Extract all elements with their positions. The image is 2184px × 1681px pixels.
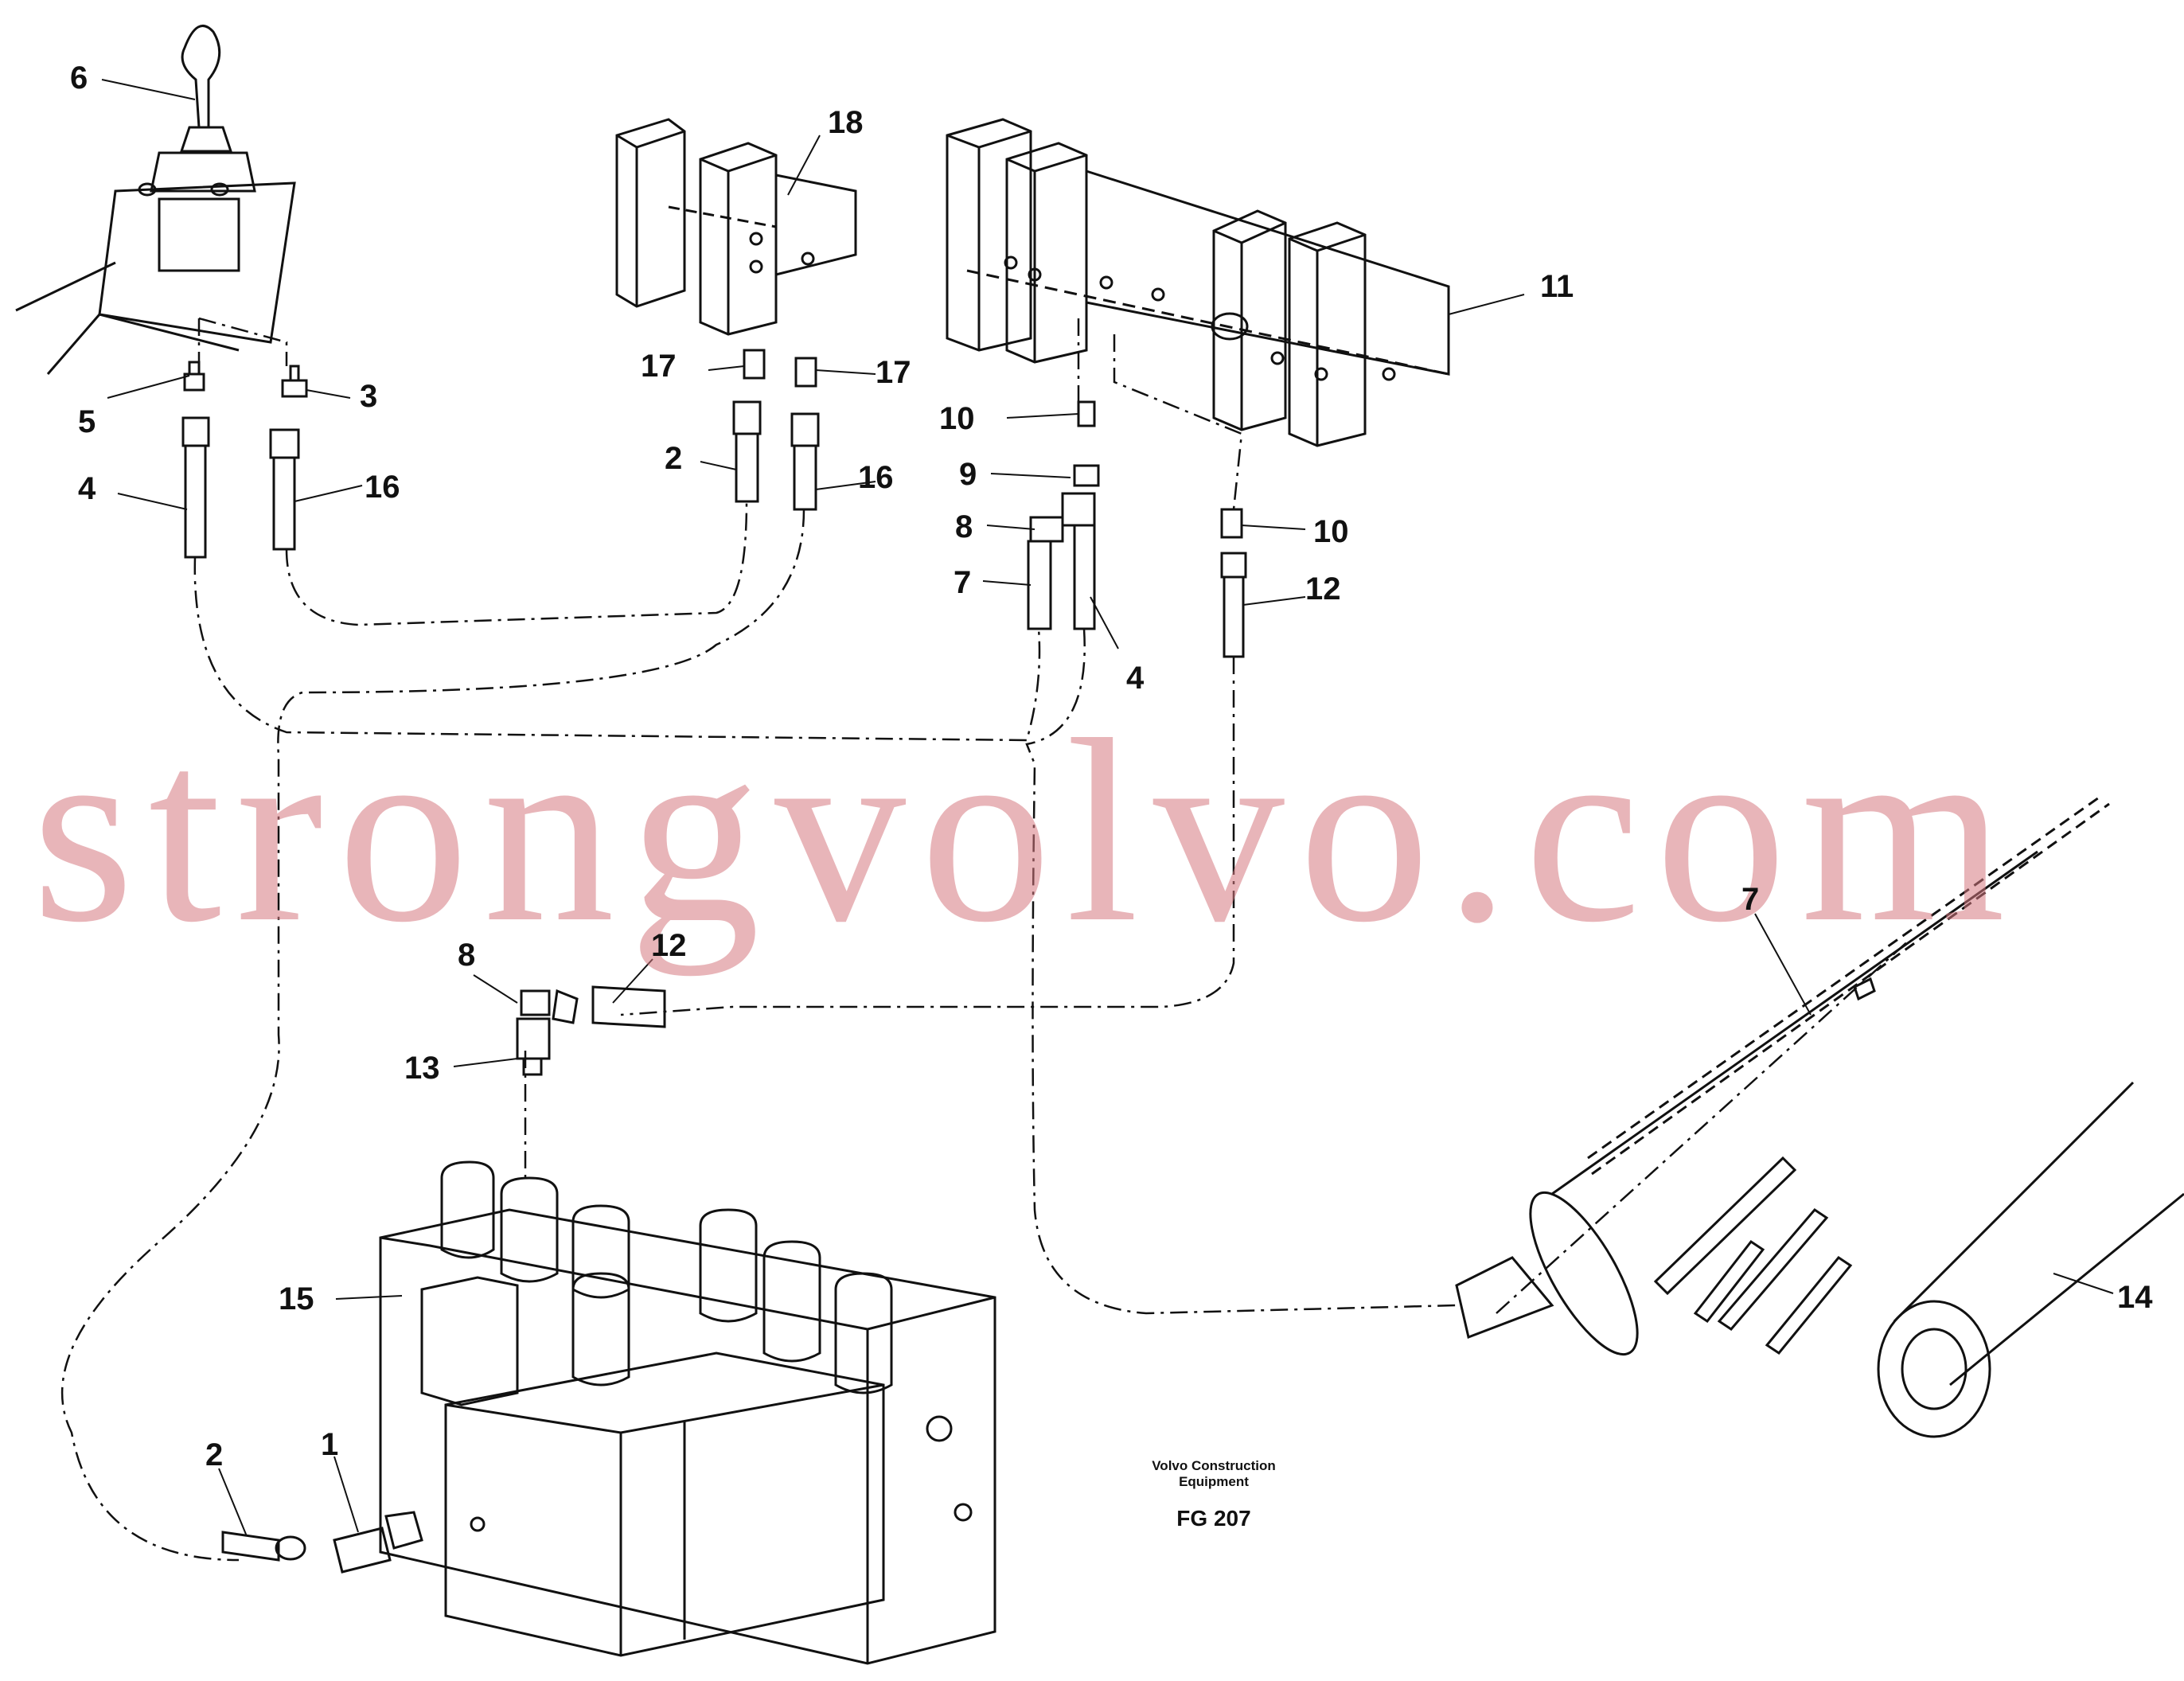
hose-routing [60,317,1911,1562]
callout-13: 13 [404,1051,440,1086]
fittings-bottom [221,1511,423,1574]
callout-3: 3 [360,379,378,414]
callout-2: 2 [205,1437,224,1472]
valve-block-18 [615,118,857,336]
callout-7: 7 [954,565,972,600]
callout-11: 11 [1540,269,1574,304]
callout-8: 8 [458,938,476,973]
callout-6: 6 [70,60,88,96]
callout-16: 16 [858,460,894,495]
boom-assembly [1455,794,2184,1438]
callout-9: 9 [959,457,977,492]
callout-7: 7 [1741,882,1760,917]
callout-10: 10 [939,401,975,436]
callout-17: 17 [876,355,911,390]
callout-1: 1 [321,1427,339,1462]
company-caption: Volvo Construction Equipment [1134,1458,1293,1490]
callout-17: 17 [641,349,677,384]
callout-4: 4 [78,471,96,506]
main-valve-block-15 [379,1160,996,1665]
fittings-top [181,349,1247,658]
company-name-line1: Volvo Construction [1152,1458,1276,1473]
callout-14: 14 [2117,1280,2153,1315]
callout-15: 15 [279,1281,314,1316]
company-name-line2: Equipment [1179,1474,1249,1489]
callout-2: 2 [665,441,683,476]
callout-4: 4 [1126,661,1145,696]
callout-18: 18 [828,105,864,140]
callout-12: 12 [1305,571,1341,606]
callout-12: 12 [651,928,687,963]
callout-8: 8 [955,509,973,544]
figure-code: FG 207 [1176,1506,1251,1531]
valve-block-11 [946,118,1450,447]
fittings-middle [516,985,666,1076]
callout-10: 10 [1313,514,1349,549]
callout-16: 16 [365,470,400,505]
leader-lines [101,79,2114,1537]
callout-5: 5 [78,404,96,439]
joystick-assembly [15,25,296,375]
